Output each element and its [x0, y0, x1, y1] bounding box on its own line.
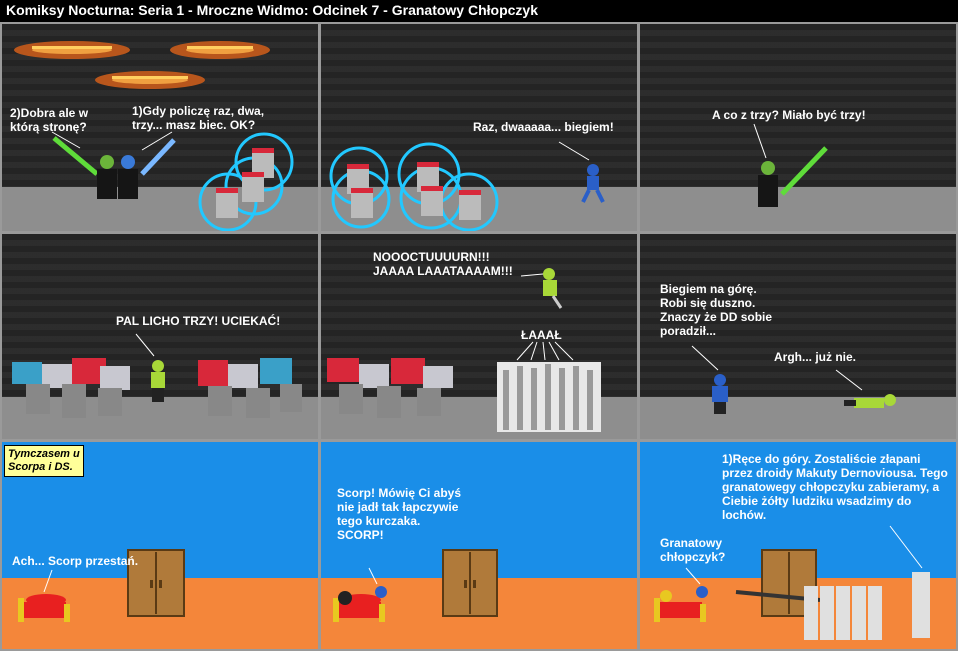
panel-4-art	[12, 333, 302, 418]
speech-bubble: Biegiem na górę. Robi się duszno. Znaczy…	[660, 282, 773, 338]
speech-tails	[516, 273, 574, 361]
bed	[18, 594, 70, 622]
panel-2-art	[329, 141, 605, 231]
speech-bubble: A co z trzy? Miało być trzy!	[712, 108, 866, 122]
speech-bubble: Ach... Scorp przestań.	[12, 554, 139, 568]
nocturn-figure	[758, 161, 778, 207]
shielded-droids	[198, 132, 294, 231]
green-lightsaber	[52, 136, 99, 176]
yellow-figure-lying	[844, 394, 896, 408]
panel-5-art	[327, 268, 601, 432]
droid-crowd-left	[12, 358, 130, 418]
speech-bubble: 1)Ręce do góry. Zostaliście złapani prze…	[722, 452, 948, 522]
blue-lightsaber	[140, 138, 176, 176]
flying-yellow-figure	[543, 268, 563, 309]
panel-8-art	[333, 549, 498, 622]
shielded-droids	[329, 142, 499, 231]
blue-figure-hooded	[118, 155, 138, 199]
green-lightsaber	[780, 146, 828, 196]
speech-bubble: Scorp! Mówię Ci abyś nie jadł tak łapczy…	[337, 486, 462, 542]
panel-3: A co z trzy? Miało być trzy!	[638, 22, 958, 233]
panel-3-art	[753, 123, 828, 207]
speech-bubble: Granatowy chłopczyk?	[660, 536, 726, 564]
blue-figure-running	[581, 164, 605, 203]
ship-3	[95, 71, 205, 89]
ship-2	[170, 41, 270, 59]
yellow-figure	[151, 360, 165, 402]
speech-bubble: 1)Gdy policzę raz, dwa, trzy... masz bie…	[132, 104, 265, 132]
bed-with-characters	[654, 586, 708, 622]
speech-bubble: Argh... już nie.	[774, 350, 857, 364]
wardrobe	[127, 549, 185, 617]
panel-7-art	[18, 549, 185, 622]
speech-bubble: ŁAAAŁ	[521, 328, 562, 342]
floor	[640, 397, 956, 439]
panel-1-art	[14, 41, 294, 231]
droid-crowd-right	[198, 358, 302, 418]
panel-5: NOOOCTUUUURN!!! JAAAA LAAATAAAAM!!! ŁAAA…	[319, 232, 639, 441]
floor	[640, 187, 956, 231]
panel-6: Biegiem na górę. Robi się duszno. Znaczy…	[638, 232, 958, 441]
panel-8: Scorp! Mówię Ci abyś nie jadł tak łapczy…	[319, 440, 639, 651]
floor	[2, 187, 318, 231]
speech-bubble: NOOOCTUUUURN!!! JAAAA LAAATAAAAM!!!	[373, 250, 513, 278]
comic-title: Komiksy Nocturna: Seria 1 - Mroczne Widm…	[0, 0, 958, 22]
panel-7: Tymczasem u Scorpa i DS. Ach... Scorp pr…	[0, 440, 320, 651]
ship-1	[14, 41, 130, 59]
panel-9: 1)Ręce do góry. Zostaliście złapani prze…	[638, 440, 958, 651]
nocturn-figure	[97, 155, 117, 199]
panel-4: PAL LICHO TRZY! UCIEKAĆ!	[0, 232, 320, 441]
droid-crowd	[327, 358, 453, 418]
panel-6-art	[691, 345, 896, 414]
white-droid-army	[497, 362, 601, 432]
panel-9-art	[654, 525, 930, 640]
blue-figure	[712, 374, 728, 414]
bed-with-scorp	[333, 586, 387, 622]
panel-1: 2)Dobra ale w którą stronę? 1)Gdy policz…	[0, 22, 320, 233]
wardrobe	[442, 549, 498, 617]
white-droid-squad	[804, 572, 930, 640]
panel-2: Raz, dwaaaaa... biegiem!	[319, 22, 639, 233]
narration-caption: Tymczasem u Scorpa i DS.	[4, 445, 84, 477]
speech-bubble: PAL LICHO TRZY! UCIEKAĆ!	[116, 314, 281, 328]
speech-bubble: Raz, dwaaaaa... biegiem!	[473, 120, 614, 134]
speech-bubble: 2)Dobra ale w którą stronę?	[10, 106, 89, 134]
